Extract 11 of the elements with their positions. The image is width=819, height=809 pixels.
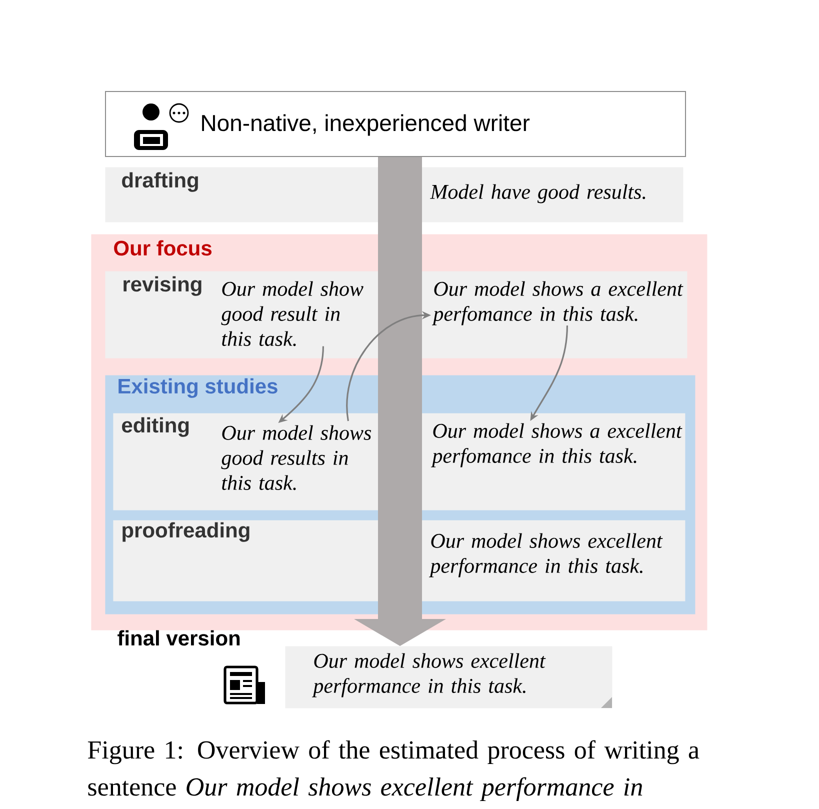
writer-box: Non-native, inexperienced writer bbox=[105, 91, 686, 157]
figure-caption: Figure 1: Overview of the estimated process of writing a sentence Our model shows excellent performance in bbox=[88, 740, 700, 802]
stage-band: drafting Model have good results. bbox=[105, 167, 684, 222]
stage-band: proofreading Our model shows excellent performance in this task. bbox=[113, 520, 686, 602]
sentence-text: Our model shows good results in this task. bbox=[221, 425, 372, 490]
sentence-text: Our model shows a excellent perfomance in this task. bbox=[432, 281, 684, 326]
sentence-text: Our model show good result in this task. bbox=[221, 281, 364, 346]
flow-arrow bbox=[354, 157, 446, 646]
stage-heading: final version bbox=[118, 630, 240, 646]
note-box: Our model shows excellent performance in this task. bbox=[285, 646, 612, 708]
sentence-text: Our model shows a excellent perfomance in this task. bbox=[430, 423, 682, 468]
